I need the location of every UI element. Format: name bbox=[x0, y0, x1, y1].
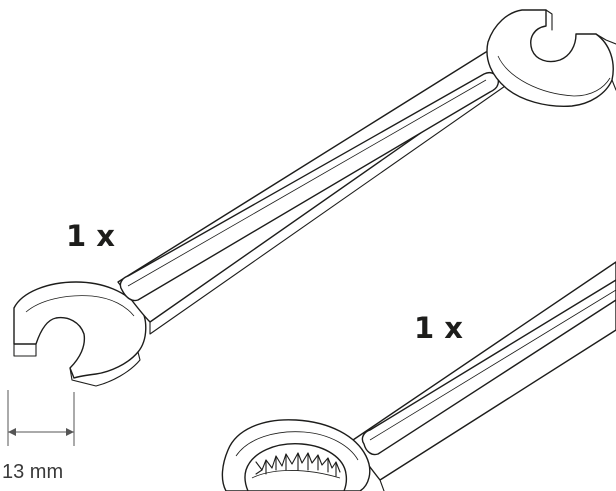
dimension-arrow-left bbox=[8, 428, 16, 436]
open-end-wrench-head-bottom-rim bbox=[13, 343, 37, 357]
open-end-wrench-head-bottom bbox=[13, 281, 147, 379]
combination-wrench-ring-opening bbox=[244, 443, 348, 491]
dimension-arrow-right bbox=[66, 428, 74, 436]
open-end-wrench-quantity: 1 x bbox=[66, 219, 115, 253]
dimension-callout: 13 mm bbox=[2, 390, 75, 483]
open-end-wrench-slot bbox=[119, 72, 499, 302]
combination-wrench-quantity: 1 x bbox=[414, 311, 463, 345]
combination-wrench bbox=[221, 261, 616, 491]
open-end-wrench-head-top bbox=[486, 9, 614, 108]
dimension-label: 13 mm bbox=[2, 461, 63, 483]
open-end-wrench bbox=[13, 9, 616, 387]
ring-teeth bbox=[251, 452, 341, 479]
